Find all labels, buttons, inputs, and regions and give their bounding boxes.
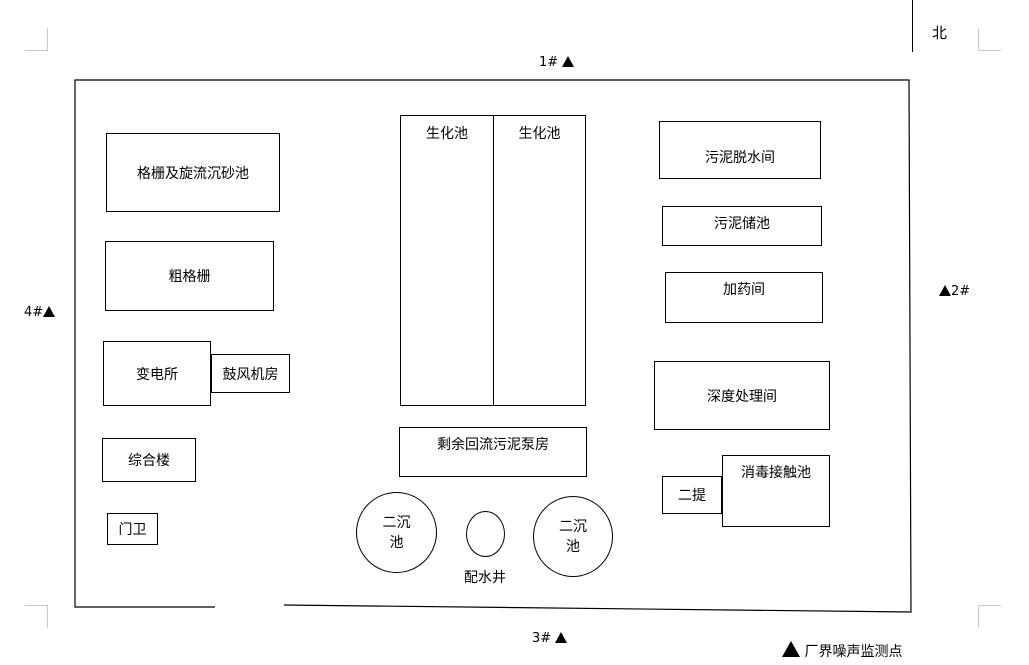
dosing-room: 加药间 xyxy=(665,272,823,323)
guard-house: 门卫 xyxy=(107,513,158,545)
monitoring-point-2-label: 2# xyxy=(951,284,971,299)
advanced-treatment-room: 深度处理间 xyxy=(654,361,830,430)
monitoring-point-4-label: 4# xyxy=(24,305,44,320)
substation: 变电所 xyxy=(103,341,211,406)
distribution-well-label: 配水井 xyxy=(464,570,506,586)
triangle-marker-icon xyxy=(43,306,56,317)
north-arrow-line xyxy=(912,0,913,52)
monitoring-point-2: 2# xyxy=(939,284,970,299)
secondary-clarifier-1: 二沉 池 xyxy=(356,492,437,573)
triangle-marker-icon xyxy=(939,285,951,296)
secondary-clarifier-1-label: 二沉 池 xyxy=(382,514,411,551)
monitoring-point-3-label: 3# xyxy=(532,631,552,646)
legend: 厂界噪声监测点 xyxy=(782,641,902,661)
bio-tank-1: 生化池 xyxy=(400,115,494,406)
monitoring-point-3: 3# xyxy=(532,631,568,646)
distribution-well xyxy=(466,511,505,557)
monitoring-point-1-label: 1# xyxy=(539,55,559,70)
crop-mark-bottom-right xyxy=(978,605,1001,628)
monitoring-point-4: 4# xyxy=(24,305,56,320)
monitoring-point-1: 1# xyxy=(539,55,575,70)
sludge-dewatering-room: 污泥脱水间 xyxy=(659,121,821,179)
crop-mark-top-right xyxy=(978,28,1001,51)
legend-label: 厂界噪声监测点 xyxy=(804,644,903,660)
blower-room: 鼓风机房 xyxy=(211,354,290,393)
triangle-marker-icon xyxy=(555,632,568,643)
secondary-clarifier-2-label: 二沉 池 xyxy=(559,518,587,555)
office-building: 综合楼 xyxy=(102,438,196,482)
coarse-grille: 粗格栅 xyxy=(105,241,274,311)
secondary-clarifier-2: 二沉 池 xyxy=(533,496,613,577)
north-label: 北 xyxy=(932,24,948,42)
disinfection-contact-tank: 消毒接触池 xyxy=(722,455,830,527)
triangle-legend-icon xyxy=(782,641,800,657)
grille-grit-chamber: 格栅及旋流沉砂池 xyxy=(106,133,280,212)
triangle-marker-icon xyxy=(562,56,575,67)
bio-tank-2: 生化池 xyxy=(493,115,586,406)
sludge-storage-tank: 污泥储池 xyxy=(662,206,822,246)
crop-mark-bottom-left xyxy=(25,605,48,628)
crop-mark-top-left xyxy=(25,28,48,51)
sludge-pump-house: 剩余回流污泥泵房 xyxy=(399,427,587,477)
second-lift-pump: 二提 xyxy=(662,476,722,514)
